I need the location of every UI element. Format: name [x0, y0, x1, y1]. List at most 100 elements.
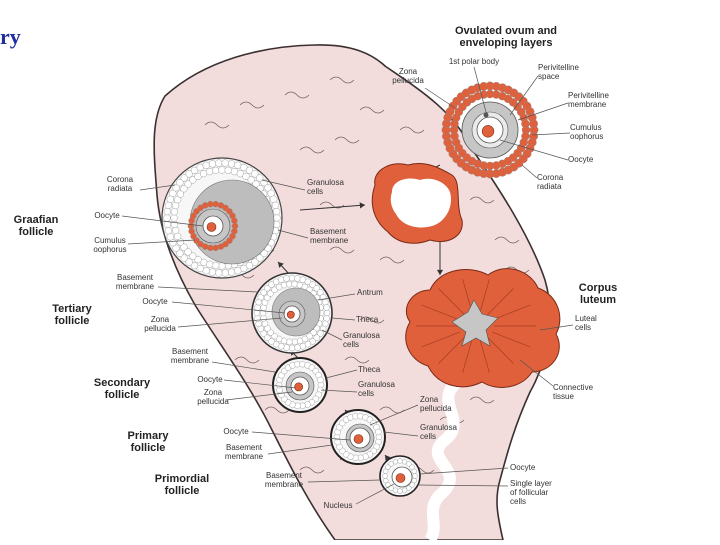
follicular-cell [411, 468, 417, 474]
granulosa-cell [247, 176, 255, 184]
granulosa-cell [164, 227, 173, 235]
granulosa-cell [196, 163, 204, 172]
leader-line [473, 66, 487, 113]
granulosa-cell [280, 281, 288, 289]
stroma-line [329, 76, 355, 84]
granulosa-cell [268, 338, 275, 345]
leader-line [251, 431, 351, 441]
granulosa-cell [172, 184, 180, 192]
leader-line [519, 359, 554, 387]
tertiary-follicle [251, 272, 333, 354]
granulosa-cell [185, 170, 193, 178]
granulosa-cell [227, 268, 236, 276]
follicular-cell [409, 482, 415, 488]
primary-follicle [330, 409, 386, 465]
granulosa-cell [166, 233, 174, 241]
stroma-line [239, 101, 265, 109]
granulosa-cell [190, 166, 199, 174]
leader-line [177, 317, 283, 328]
granulosa-cell [275, 335, 283, 343]
stroma-line [204, 121, 230, 129]
granulosa-cell [184, 180, 192, 188]
oocyte-nucleus [395, 473, 406, 483]
granulosa-cell [317, 376, 324, 384]
leader-line [267, 444, 333, 455]
granulosa-cell [294, 275, 301, 282]
connective-strand [421, 304, 460, 321]
connective-strand [492, 304, 531, 321]
leader-line [521, 164, 538, 179]
granulosa-cell [317, 330, 324, 337]
granulosa-cell [375, 428, 382, 436]
granulosa-cell [309, 281, 316, 288]
granulosa-cell [218, 262, 226, 270]
granulosa-cell [163, 214, 171, 222]
granulosa-cell [306, 332, 313, 340]
granulosa-cell [218, 166, 226, 174]
granulosa-cell [208, 268, 217, 276]
granulosa-cell [264, 285, 271, 292]
leader-line [531, 132, 571, 136]
granulosa-cell [176, 179, 184, 187]
granulosa-cell [215, 159, 223, 167]
leader-line [171, 301, 286, 314]
cumulus-cell [193, 237, 200, 244]
granulosa-cell [245, 262, 254, 270]
follicular-cell [383, 478, 389, 484]
cumulus-cell [207, 200, 214, 208]
granulosa-cell [255, 320, 262, 328]
granulosa-cell [205, 168, 214, 176]
granulosa-cell [323, 304, 330, 311]
stroma-line [319, 201, 345, 209]
arrow-head [385, 455, 391, 461]
secondary-follicle [272, 357, 328, 413]
label-pm-nucleus: Nucleus [324, 501, 353, 510]
granulosa-cell [291, 280, 298, 288]
leader-line [223, 379, 297, 389]
leader-line [225, 391, 293, 401]
connective-strand [421, 331, 460, 348]
connective-strand [486, 288, 514, 316]
granulosa-cell [313, 334, 320, 341]
granulosa-cell [169, 189, 177, 197]
leader-line [320, 389, 358, 393]
follicular-cell [383, 468, 389, 474]
granulosa-cell [319, 325, 327, 333]
granulosa-cell [251, 170, 259, 178]
stroma-line [344, 356, 370, 364]
granulosa-cell [256, 174, 264, 182]
stroma-line [469, 396, 495, 404]
cumulus-cell [231, 222, 239, 230]
oocyte-nucleus [481, 125, 495, 138]
leader-line [539, 324, 574, 331]
granulosa-cell [270, 195, 278, 203]
granulosa-cell [283, 344, 290, 351]
granulosa-cell [180, 185, 188, 193]
oocyte-nucleus [353, 434, 364, 444]
granulosa-cell [294, 344, 301, 351]
oocyte-nucleus [206, 222, 217, 232]
granulosa-cell [194, 255, 202, 264]
cumulus-cell [229, 233, 236, 240]
corpus-luteum [405, 268, 561, 388]
granulosa-cell [180, 174, 188, 182]
label-se-theca: Theca [358, 365, 381, 374]
granulosa-cell [170, 214, 178, 222]
granulosa-cell [286, 280, 293, 288]
oocyte-nucleus [286, 310, 295, 319]
stroma-line [234, 356, 260, 364]
granulosa-cell [323, 315, 330, 322]
granulosa-cell [176, 249, 184, 257]
granulosa-cell [264, 184, 272, 192]
granulosa-cell [267, 290, 274, 297]
granulosa-cell [277, 276, 285, 283]
granulosa-cell [189, 176, 197, 184]
granulosa-cell [221, 269, 229, 277]
granulosa-cell [212, 261, 220, 270]
label-te-oocyte: Oocyte [142, 297, 168, 306]
